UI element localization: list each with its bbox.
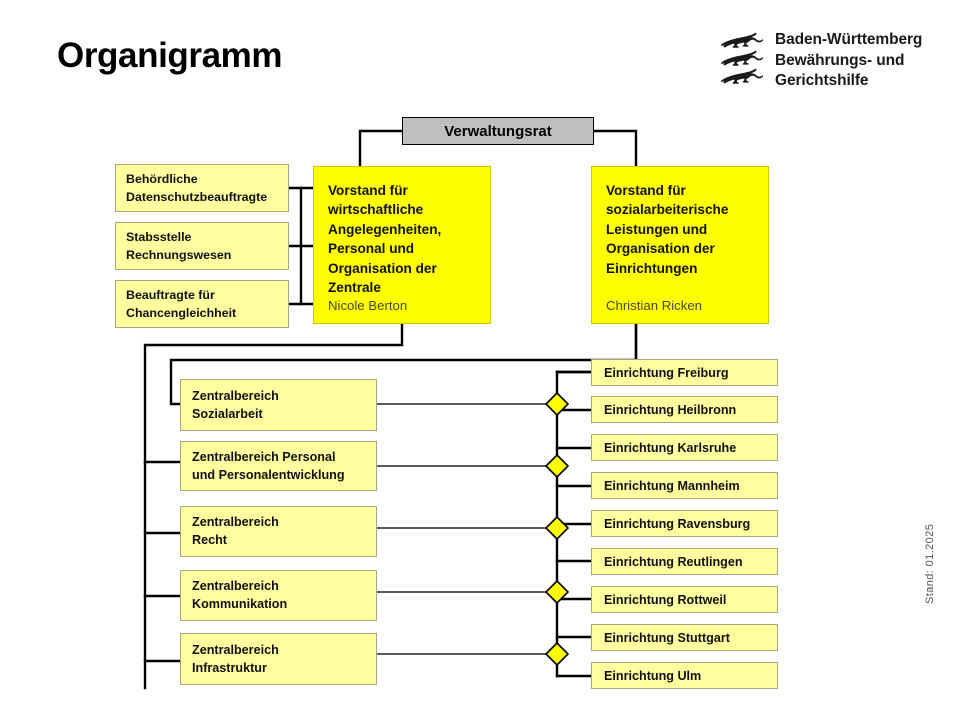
- lion-icon: [721, 68, 764, 84]
- three-lions-crest-icon: [718, 30, 764, 84]
- zentralbereich-2-line-2: und Personalentwicklung: [192, 467, 345, 482]
- vorstand-1-title-line-6: Zentrale: [328, 280, 381, 296]
- einrichtung-9-label: Einrichtung Ulm: [604, 668, 702, 683]
- node-staff-datenschutz[interactable]: Behördliche Datenschutzbeauftragte: [115, 164, 289, 212]
- vorstand-1-title-line-2: wirtschaftliche: [328, 202, 424, 218]
- node-zentralbereich-recht[interactable]: Zentralbereich Recht: [180, 506, 377, 557]
- zentralbereich-5-line-2: Infrastruktur: [192, 660, 267, 675]
- diamond-junction-icon: [544, 515, 570, 541]
- node-zentralbereich-personal[interactable]: Zentralbereich Personal und Personalentw…: [180, 441, 377, 491]
- einrichtung-3-label: Einrichtung Karlsruhe: [604, 440, 737, 455]
- zentralbereich-3-line-2: Recht: [192, 533, 227, 547]
- node-einrichtung-ravensburg[interactable]: Einrichtung Ravensburg: [591, 510, 778, 537]
- einrichtung-6-label: Einrichtung Reutlingen: [604, 554, 743, 569]
- staff-1-line-2: Datenschutzbeauftragte: [126, 189, 268, 204]
- page-title: Organigramm: [57, 36, 283, 75]
- staff-2-line-1: Stabsstelle: [126, 229, 192, 244]
- zentralbereich-4-line-2: Kommunikation: [192, 597, 288, 611]
- logo-wordmark: Baden-Württemberg Bewährungs- und Gerich…: [775, 30, 922, 92]
- connector-council-to-board-2: [592, 129, 638, 168]
- node-einrichtung-rottweil[interactable]: Einrichtung Rottweil: [591, 586, 778, 613]
- vorstand-2-title-line-5: Einrichtungen: [606, 260, 698, 276]
- node-einrichtung-freiburg[interactable]: Einrichtung Freiburg: [591, 359, 778, 386]
- vorstand-1-title: Vorstand für wirtschaftliche Angelegenhe…: [328, 181, 478, 298]
- node-vorstand-sozialarbeit[interactable]: Vorstand für sozialarbeiterische Leistun…: [591, 166, 769, 324]
- logo-line-2: Bewährungs- und: [775, 51, 905, 69]
- zentralbereich-4-line-1: Zentralbereich: [192, 579, 279, 594]
- vorstand-1-title-line-4: Personal und: [328, 241, 415, 257]
- diamond-junction-icon: [544, 641, 570, 667]
- lion-icon: [721, 50, 764, 66]
- node-einrichtung-mannheim[interactable]: Einrichtung Mannheim: [591, 472, 778, 499]
- node-einrichtung-stuttgart[interactable]: Einrichtung Stuttgart: [591, 624, 778, 651]
- einrichtung-5-label: Einrichtung Ravensburg: [604, 516, 751, 531]
- vorstand-2-title-line-3: Leistungen und: [606, 221, 708, 237]
- node-staff-rechnungswesen[interactable]: Stabsstelle Rechnungswesen: [115, 222, 289, 270]
- connector-council-to-board-1: [358, 129, 404, 168]
- stand-date-note: Stand: 01.2025: [924, 523, 936, 604]
- zentralbereich-3-line-1: Zentralbereich: [192, 515, 279, 530]
- node-zentralbereich-kommunikation[interactable]: Zentralbereich Kommunikation: [180, 570, 377, 621]
- einrichtung-4-label: Einrichtung Mannheim: [604, 478, 740, 493]
- node-zentralbereich-sozialarbeit[interactable]: Zentralbereich Sozialarbeit: [180, 379, 377, 431]
- node-einrichtung-heilbronn[interactable]: Einrichtung Heilbronn: [591, 396, 778, 423]
- node-verwaltungsrat[interactable]: Verwaltungsrat: [402, 117, 594, 145]
- einrichtung-1-label: Einrichtung Freiburg: [604, 365, 729, 380]
- logo-line-3: Gerichtshilfe: [775, 72, 869, 90]
- vorstand-2-title-line-4: Organisation der: [606, 241, 715, 257]
- zentralbereich-1-line-1: Zentralbereich: [192, 388, 279, 403]
- node-einrichtung-ulm[interactable]: Einrichtung Ulm: [591, 662, 778, 689]
- node-einrichtung-reutlingen[interactable]: Einrichtung Reutlingen: [591, 548, 778, 575]
- staff-2-line-2: Rechnungswesen: [126, 247, 232, 262]
- staff-1-line-1: Behördliche: [126, 171, 198, 186]
- logo-line-1: Baden-Württemberg: [775, 31, 923, 48]
- vorstand-1-title-line-3: Angelegenheiten,: [328, 221, 442, 237]
- node-staff-chancengleichheit[interactable]: Beauftragte für Chancengleichheit: [115, 280, 289, 328]
- diamond-junction-group: [544, 391, 570, 667]
- vorstand-1-person: Nicole Berton: [328, 298, 408, 313]
- diamond-junction-icon: [544, 453, 570, 479]
- lion-icon: [721, 32, 764, 48]
- vorstand-2-title-line-2: sozialarbeiterische: [606, 202, 729, 218]
- node-zentralbereich-infrastruktur[interactable]: Zentralbereich Infrastruktur: [180, 633, 377, 685]
- vorstand-2-title-line-1: Vorstand für: [606, 183, 686, 198]
- einrichtung-8-label: Einrichtung Stuttgart: [604, 630, 730, 645]
- vorstand-1-title-line-5: Organisation der: [328, 260, 437, 276]
- organization-logo: Baden-Württemberg Bewährungs- und Gerich…: [718, 30, 922, 92]
- zentralbereich-5-line-1: Zentralbereich: [192, 642, 279, 657]
- einrichtung-7-label: Einrichtung Rottweil: [604, 592, 727, 607]
- verwaltungsrat-label: Verwaltungsrat: [444, 122, 552, 140]
- einrichtung-2-label: Einrichtung Heilbronn: [604, 402, 737, 417]
- vorstand-1-title-line-1: Vorstand für: [328, 183, 408, 198]
- vorstand-2-title: Vorstand für sozialarbeiterische Leistun…: [606, 181, 756, 278]
- staff-3-line-2: Chancengleichheit: [126, 305, 237, 320]
- zentralbereich-2-line-1: Zentralbereich Personal: [192, 449, 336, 464]
- diamond-junction-icon: [544, 391, 570, 417]
- node-einrichtung-karlsruhe[interactable]: Einrichtung Karlsruhe: [591, 434, 778, 461]
- staff-3-line-1: Beauftragte für: [126, 287, 215, 302]
- diamond-junction-icon: [544, 579, 570, 605]
- node-vorstand-wirtschaft[interactable]: Vorstand für wirtschaftliche Angelegenhe…: [313, 166, 491, 324]
- zentralbereich-1-line-2: Sozialarbeit: [192, 406, 263, 421]
- vorstand-2-person: Christian Ricken: [606, 298, 703, 313]
